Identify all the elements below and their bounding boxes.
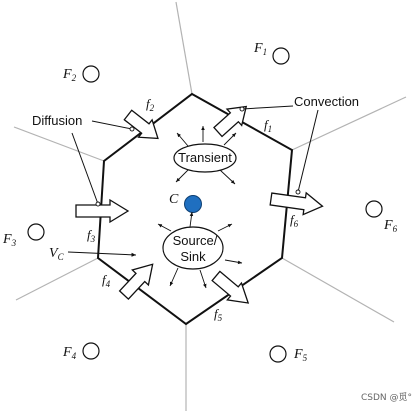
face-f1-label: f1 xyxy=(264,117,272,134)
node-f2-label: F2 xyxy=(62,67,77,83)
node-f3-circle xyxy=(27,223,45,241)
source-sink-ellipse xyxy=(162,226,224,270)
center-node-label: C xyxy=(169,192,179,207)
diffusion-dot-f2 xyxy=(129,126,135,132)
flux-arrow-f5 xyxy=(211,270,250,304)
diffusion-dot-f3 xyxy=(95,201,101,207)
line-lower-right xyxy=(281,257,395,323)
node-f5-label: F5 xyxy=(293,347,308,363)
line-upper-left xyxy=(13,126,105,162)
transient-ellipse xyxy=(173,143,237,173)
neighbor-nodes xyxy=(27,47,383,363)
flux-arrow-f3 xyxy=(75,198,130,224)
face-f4-label: f4 xyxy=(102,272,111,289)
volume-label: VC xyxy=(49,246,65,262)
transient-label: Transient xyxy=(178,150,232,165)
face-f3-label: f3 xyxy=(87,227,96,244)
flux-arrow-f2 xyxy=(123,109,159,140)
transient-radiating-arrows xyxy=(175,126,237,185)
flux-arrow-f6 xyxy=(269,191,324,216)
flux-arrow-f4 xyxy=(118,263,154,301)
face-f6-label: f6 xyxy=(290,212,299,229)
node-f3-label: F3 xyxy=(2,232,17,248)
node-f5-circle xyxy=(269,345,287,363)
convection-dot-f6 xyxy=(295,189,301,195)
control-volume-cell xyxy=(96,92,294,326)
node-f6-label: F6 xyxy=(383,218,398,234)
face-f2-label: f2 xyxy=(146,96,155,113)
line-upper-right xyxy=(291,96,407,151)
node-f6-circle xyxy=(365,200,383,218)
watermark: CSDN @觅° xyxy=(361,391,412,403)
diffusion-leaders xyxy=(71,120,133,205)
convection-leaders xyxy=(241,105,319,193)
node-f1-label: F1 xyxy=(253,41,267,57)
face-f5-label: f5 xyxy=(214,306,223,323)
volume-arrow xyxy=(67,251,137,257)
node-f4-circle xyxy=(82,342,100,360)
center-node-c xyxy=(184,195,202,213)
flux-arrow-f1 xyxy=(213,105,248,138)
diffusion-label: Diffusion xyxy=(32,113,82,128)
neighbor-lines xyxy=(13,1,407,411)
source-label-line1: Source/ xyxy=(173,233,218,248)
convection-dot-f1 xyxy=(239,106,245,112)
node-f2-circle xyxy=(82,65,100,83)
node-f4-label: F4 xyxy=(62,345,77,361)
flux-arrows xyxy=(75,105,324,304)
source-radiating-arrows xyxy=(157,211,243,289)
line-top xyxy=(175,1,193,95)
node-f1-circle xyxy=(272,47,290,65)
line-lower-left xyxy=(15,257,99,301)
convection-label: Convection xyxy=(294,94,359,109)
source-label-line2: Sink xyxy=(180,249,206,264)
